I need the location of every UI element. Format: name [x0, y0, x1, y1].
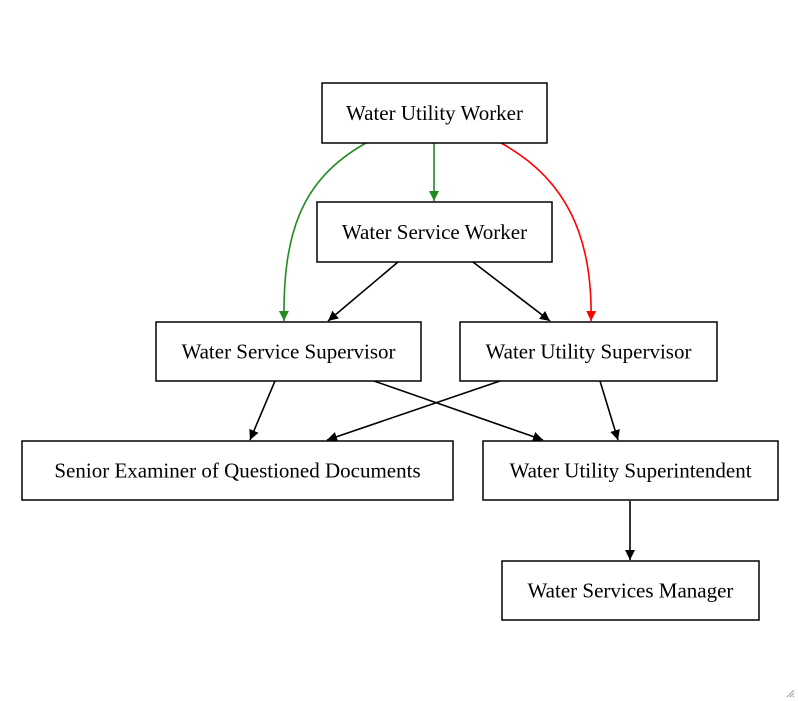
node-label: Senior Examiner of Questioned Documents — [54, 459, 420, 483]
resize-grip-icon[interactable] — [785, 688, 795, 698]
edge-utility-worker-to-utility-supervisor — [500, 142, 597, 322]
node-water-services-manager: Water Services Manager — [501, 560, 760, 621]
node-label: Water Service Supervisor — [181, 340, 395, 364]
node-label: Water Utility Superintendent — [509, 459, 751, 483]
edge-utility-supervisor-to-senior-examiner — [326, 380, 501, 442]
node-label: Water Utility Supervisor — [486, 340, 692, 364]
node-senior-examiner: Senior Examiner of Questioned Documents — [21, 440, 454, 501]
edge-service-worker-to-utility-supervisor — [472, 261, 551, 322]
edge-service-supervisor-to-senior-examiner — [249, 380, 276, 441]
node-water-utility-supervisor: Water Utility Supervisor — [459, 321, 718, 382]
node-water-utility-superintendent: Water Utility Superintendent — [482, 440, 779, 501]
node-water-utility-worker: Water Utility Worker — [321, 82, 548, 144]
edge-utility-worker-to-service-supervisor — [278, 142, 367, 322]
node-label: Water Services Manager — [528, 579, 734, 603]
node-water-service-worker: Water Service Worker — [316, 201, 553, 263]
node-label: Water Utility Worker — [346, 101, 523, 125]
node-label: Water Service Worker — [342, 220, 527, 244]
node-water-service-supervisor: Water Service Supervisor — [155, 321, 422, 382]
edge-service-supervisor-to-superintendent — [373, 380, 544, 442]
edge-utility-supervisor-to-superintendent — [599, 380, 620, 441]
edges-layer — [249, 142, 635, 560]
edge-service-worker-to-service-supervisor — [327, 261, 399, 322]
